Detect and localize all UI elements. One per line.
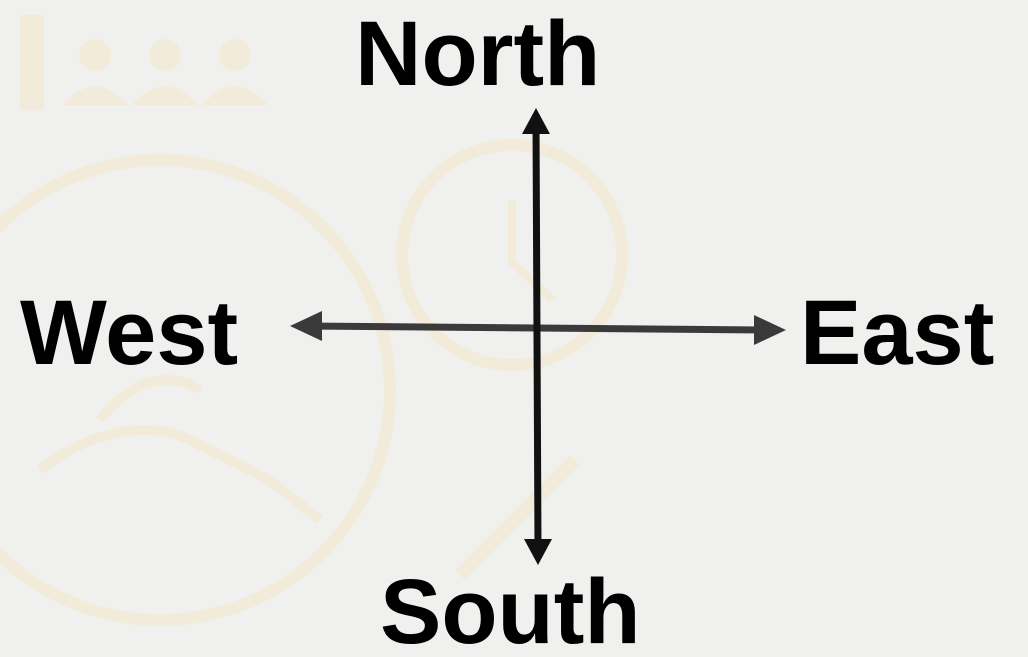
- east-label: East: [800, 287, 994, 379]
- south-label: South: [380, 566, 641, 657]
- east-arrowhead: [754, 315, 786, 345]
- west-label: West: [20, 287, 238, 379]
- west-arrowhead: [290, 311, 322, 341]
- north-label: North: [355, 8, 600, 100]
- north-south-arrow: [522, 108, 552, 565]
- north-arrowhead: [522, 108, 550, 134]
